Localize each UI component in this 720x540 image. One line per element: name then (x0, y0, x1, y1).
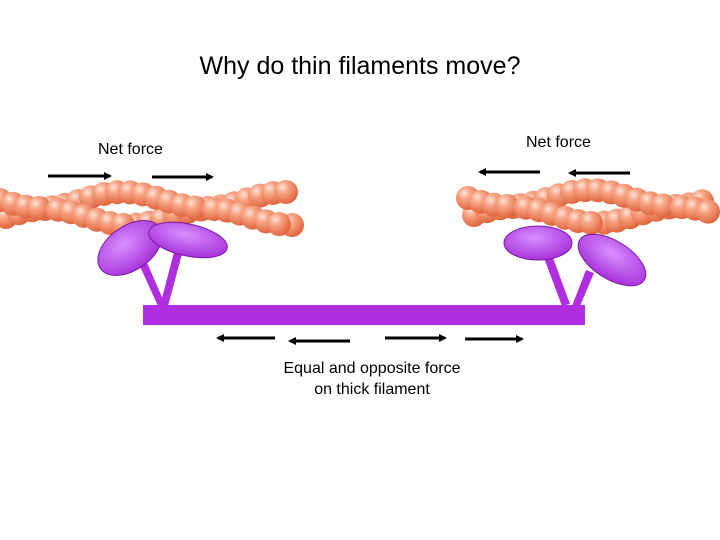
force-arrows (48, 168, 630, 345)
actin-bead (696, 199, 720, 224)
actin-bead (183, 195, 207, 220)
myosin-neck-right-1 (544, 255, 570, 306)
myosin-neck-right-2 (572, 270, 594, 306)
thin-filament-left (0, 180, 304, 237)
actin-bead (495, 193, 519, 218)
myosin-head-right-2 (577, 233, 647, 287)
myosin-neck-left-2 (160, 252, 182, 306)
thick-filament (97, 220, 647, 325)
net-force-label-left: Net force (98, 141, 163, 158)
actin-bead (579, 210, 603, 235)
net-force-label-right: Net force (526, 134, 591, 151)
myosin-neck-left-1 (138, 258, 165, 306)
thick-filament-bar (143, 305, 585, 325)
actin-bead (651, 193, 675, 218)
thin-filament-right (456, 178, 720, 235)
actin-bead (27, 195, 51, 220)
thick-force-label-line2: on thick filament (314, 381, 430, 398)
myosin-head-right-1 (503, 225, 573, 261)
actin-bead (274, 180, 298, 205)
page-title: Why do thin filaments move? (199, 52, 521, 80)
thick-filament-force-label: Equal and opposite force on thick filame… (252, 358, 492, 400)
actin-bead (267, 212, 291, 237)
myosin-head-left-2 (148, 221, 228, 259)
thick-force-label-line1: Equal and opposite force (283, 360, 461, 377)
